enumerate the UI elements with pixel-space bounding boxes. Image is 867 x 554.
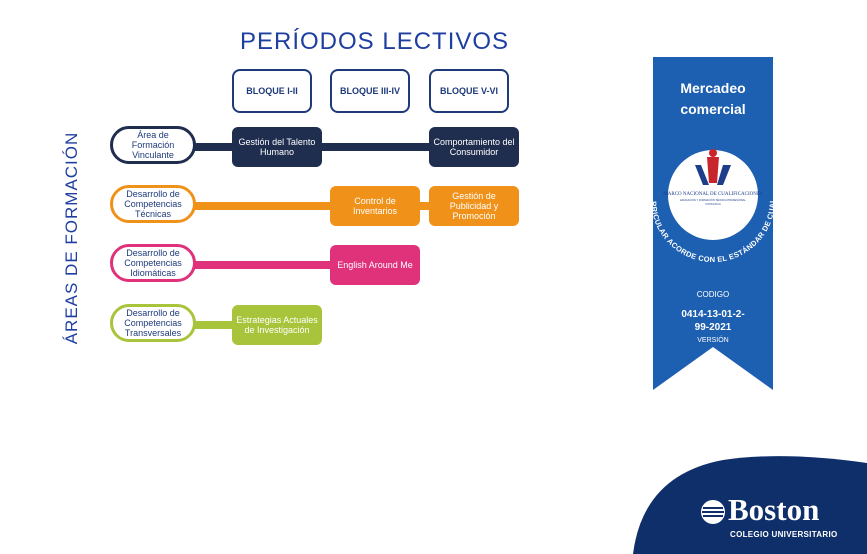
ribbon-program-title: Mercadeo comercial — [653, 78, 773, 120]
course-box: Estrategias Actuales de Investigación — [232, 305, 322, 345]
svg-text:DISEÑO CURRICULAR ACORDE CON E: DISEÑO CURRICULAR ACORDE CON EL ESTÁNDAR… — [623, 105, 777, 264]
area-connector-bar — [150, 261, 350, 269]
course-box: Control de Inventarios — [330, 186, 420, 226]
codigo-line2: 99-2021 — [694, 322, 732, 333]
seal-country-text: COSTA RICA — [705, 202, 721, 206]
course-box: English Around Me — [330, 245, 420, 285]
block-header-5-6: BLOQUE V-VI — [429, 69, 509, 113]
codigo-label: CODIGO — [696, 290, 730, 299]
block-header-1-2: BLOQUE I-II — [232, 69, 312, 113]
area-label: Área de Formación Vinculante — [110, 126, 196, 164]
area-label: Desarrollo de Competencias Técnicas — [110, 185, 196, 223]
version-label: VERSIÓN — [697, 337, 729, 344]
brand-subtitle: COLEGIO UNIVERSITARIO — [730, 530, 838, 539]
boston-logo-icon — [701, 500, 725, 524]
brand-name: Boston — [728, 492, 820, 527]
version-value: 1 — [710, 352, 716, 363]
seal-arc: DISEÑO CURRICULAR ACORDE CON EL ESTÁNDAR… — [623, 105, 777, 264]
ribbon-title-line2: comercial — [680, 101, 746, 117]
course-box: Comportamiento del Consumidor — [429, 127, 519, 167]
seal-sub-text: EDUCACIÓN Y FORMACIÓN TÉCNICA PROFESIONA… — [680, 197, 746, 202]
area-label: Desarrollo de Competencias Transversales — [110, 304, 196, 342]
seal-arc-text: DISEÑO CURRICULAR ACORDE CON EL ESTÁNDAR… — [623, 105, 777, 264]
course-box: Gestión de Publicidad y Promoción — [429, 186, 519, 226]
course-box: Gestión del Talento Humano — [232, 127, 322, 167]
area-label: Desarrollo de Competencias Idiomáticas — [110, 244, 196, 282]
mnc-emblem-icon — [695, 149, 731, 185]
block-header-3-4: BLOQUE III-IV — [330, 69, 410, 113]
codigo-line1: 0414-13-01-2- — [681, 309, 745, 320]
seal-brand-text: MARCO NACIONAL DE CUALIFICACIONES — [663, 192, 763, 197]
page-title: PERÍODOS LECTIVOS — [240, 28, 510, 55]
ribbon-title-line1: Mercadeo — [680, 80, 746, 96]
codigo-value: 0414-13-01-2- 99-2021 — [653, 308, 773, 334]
brand-corner-shape — [633, 456, 867, 554]
areas-side-title: ÁREAS DE FORMACIÓN — [62, 131, 81, 345]
area-connector-bar — [150, 202, 449, 210]
area-connector-bar — [150, 321, 252, 329]
